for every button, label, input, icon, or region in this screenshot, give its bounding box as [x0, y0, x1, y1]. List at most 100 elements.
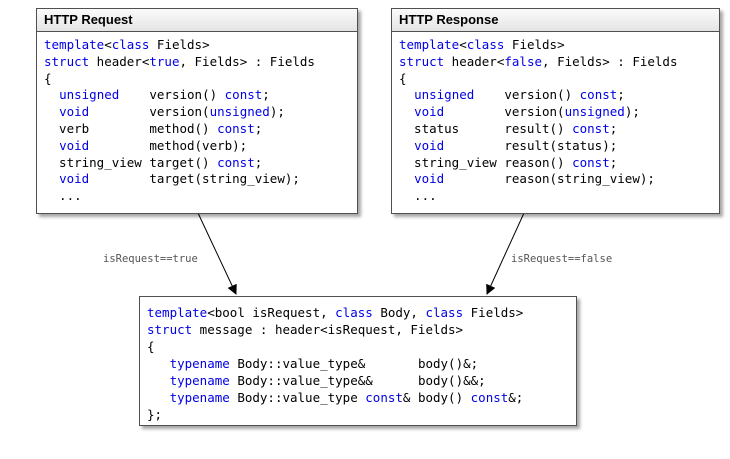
code-token: version() — [474, 87, 580, 103]
keyword-token: class — [335, 305, 373, 320]
http-request-code: template<class Fields>struct header<true… — [37, 32, 357, 205]
code-line: unsigned version() const; — [44, 87, 357, 104]
code-token: Body::value_type& body()&; — [229, 356, 479, 371]
code-token: ); — [269, 104, 285, 120]
code-token: string_view reason() — [399, 154, 573, 170]
code-line: template<class Fields> — [399, 37, 719, 54]
keyword-token: void — [59, 137, 90, 153]
code-token: ); — [624, 104, 640, 120]
code-line: unsigned version() const; — [399, 87, 719, 104]
request-inheritance-arrow — [197, 212, 237, 295]
code-token: Fields> — [149, 37, 210, 52]
code-line: { — [399, 71, 719, 88]
code-token — [399, 171, 414, 186]
keyword-token: const — [365, 390, 403, 405]
code-token: target(string_view); — [89, 171, 300, 187]
code-line: void version(unsigned); — [399, 104, 719, 121]
code-token: Fields> — [463, 305, 524, 320]
code-token: ; — [254, 154, 263, 170]
code-line: typename Body::value_type const& body() … — [147, 389, 576, 406]
code-token: version( — [444, 104, 565, 120]
code-line: string_view reason() const; — [399, 155, 719, 172]
code-token: ... — [44, 188, 82, 204]
code-token: message : header<isRequest, Fields> — [192, 322, 464, 337]
code-token: Fields> — [504, 37, 565, 52]
keyword-token: struct — [399, 53, 445, 69]
code-line: status result() const; — [399, 121, 719, 138]
code-line: typename Body::value_type& body()&; — [147, 355, 576, 372]
code-token: status result() — [399, 120, 573, 136]
code-line: void method(verb); — [44, 138, 357, 155]
code-line: struct message : header<isRequest, Field… — [147, 321, 576, 338]
keyword-token: struct — [147, 322, 193, 337]
keyword-token: typename — [169, 356, 230, 371]
keyword-token: class — [111, 37, 150, 52]
code-token: result(status); — [444, 137, 618, 153]
code-token: Body::value_type&& body()&&; — [229, 373, 486, 388]
code-line: verb method() const; — [44, 121, 357, 138]
keyword-token: unsigned — [414, 87, 475, 103]
message-code: template<bool isRequest, class Body, cla… — [140, 297, 576, 423]
code-token: reason(string_view); — [444, 171, 655, 187]
code-line: ... — [44, 188, 357, 205]
keyword-token: void — [59, 104, 90, 120]
code-token — [44, 87, 59, 102]
code-token — [399, 138, 414, 153]
code-token: }; — [147, 407, 163, 422]
code-token: Body::value_type — [229, 390, 366, 405]
code-line: { — [44, 71, 357, 88]
keyword-token: template — [147, 305, 208, 320]
code-line: void result(status); — [399, 138, 719, 155]
code-line: void version(unsigned); — [44, 104, 357, 121]
code-token: header< — [444, 53, 505, 69]
keyword-token: false — [504, 53, 543, 69]
keyword-token: typename — [169, 390, 230, 405]
keyword-token: class — [425, 305, 464, 320]
code-line: void target(string_view); — [44, 171, 357, 188]
code-line: struct header<false, Fields> : Fields — [399, 54, 719, 71]
keyword-token: true — [149, 53, 180, 69]
code-token: header< — [89, 53, 150, 69]
keyword-token: unsigned — [564, 104, 625, 120]
code-token — [147, 390, 170, 405]
keyword-token: struct — [44, 53, 90, 69]
keyword-token: const — [572, 154, 610, 170]
code-token: , Fields> : Fields — [179, 53, 315, 69]
code-token: Body, — [372, 305, 426, 320]
code-token: ; — [254, 120, 263, 136]
keyword-token: unsigned — [209, 104, 270, 120]
code-token — [399, 87, 414, 102]
keyword-token: const — [224, 87, 263, 103]
code-token: <bool isRequest, — [207, 305, 336, 320]
code-line: ... — [399, 188, 719, 205]
code-line: { — [147, 338, 576, 355]
response-edge-label: isRequest==false — [511, 253, 613, 265]
code-token: < — [459, 37, 467, 52]
keyword-token: typename — [169, 373, 230, 388]
code-line: typename Body::value_type&& body()&&; — [147, 372, 576, 389]
keyword-token: void — [59, 171, 90, 187]
http-response-box: HTTP Response template<class Fields>stru… — [391, 8, 720, 214]
code-line: struct header<true, Fields> : Fields — [44, 54, 357, 71]
code-token — [44, 138, 59, 153]
request-edge-label: isRequest==true — [103, 253, 198, 265]
http-request-title: HTTP Request — [37, 9, 357, 32]
code-token: verb method() — [44, 120, 218, 136]
keyword-token: const — [572, 120, 610, 136]
message-box: template<bool isRequest, class Body, cla… — [139, 296, 577, 426]
code-token: { — [399, 70, 407, 86]
code-token — [44, 171, 59, 186]
keyword-token: unsigned — [59, 87, 120, 103]
code-token — [147, 373, 170, 388]
code-token: &; — [508, 390, 524, 405]
code-token: , Fields> : Fields — [542, 53, 678, 69]
code-token: version( — [89, 104, 210, 120]
keyword-token: template — [44, 37, 105, 52]
code-line: void reason(string_view); — [399, 171, 719, 188]
keyword-token: class — [466, 37, 505, 52]
response-inheritance-arrow — [486, 212, 525, 295]
code-line: }; — [147, 406, 576, 423]
keyword-token: void — [414, 104, 445, 120]
code-line: template<class Fields> — [44, 37, 357, 54]
